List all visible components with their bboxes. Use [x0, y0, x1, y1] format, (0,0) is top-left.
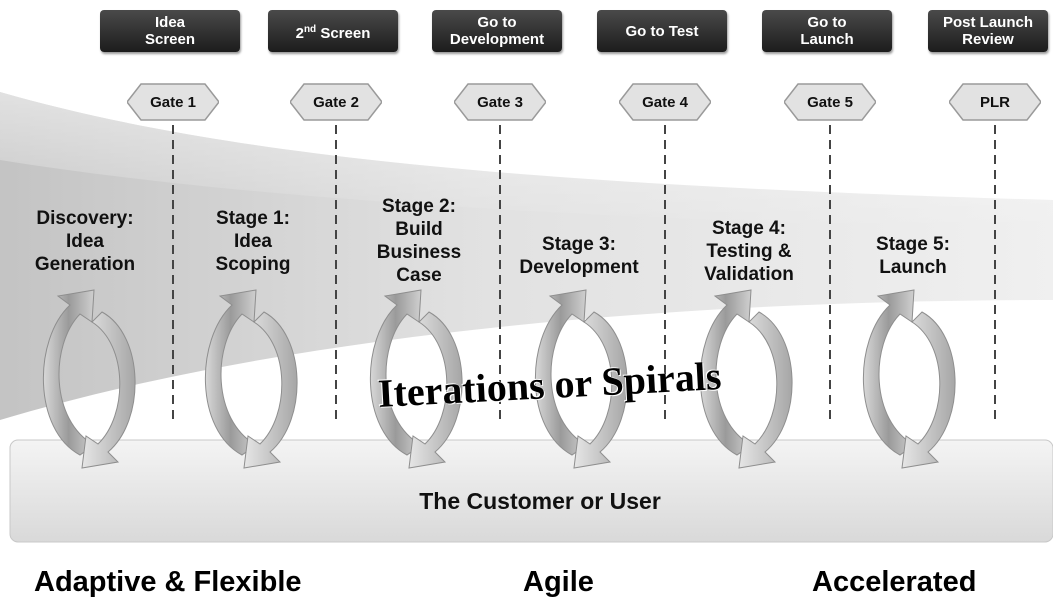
spiral-arrow-up-1	[43, 289, 95, 456]
decision-post-launch-review: Post Launch Review	[928, 10, 1048, 52]
gate-label: Gate 5	[807, 93, 853, 111]
spiral-arrow-down-5	[738, 311, 793, 469]
decision-label: Go to Launch	[800, 14, 854, 48]
decision-label: Go to Development	[449, 14, 545, 48]
spiral-arrow-down-4	[573, 311, 628, 469]
gate-label: Gate 2	[313, 93, 359, 111]
decision-label: Idea Screen	[144, 14, 196, 48]
stage-3: Stage 3: Development	[519, 234, 639, 278]
label-agile: Agile	[523, 566, 594, 598]
gate-4: Gate 4	[619, 82, 711, 122]
gate-5: Gate 5	[784, 82, 876, 122]
stage-1: Stage 1: Idea Scoping	[215, 208, 291, 275]
gate-label: Gate 4	[642, 93, 688, 111]
gate-2: Gate 2	[290, 82, 382, 122]
gate-lines	[172, 125, 996, 420]
spiral-arrow-up-4	[535, 289, 587, 456]
stage-2: Stage 2: Build Business Case	[376, 196, 462, 286]
spiral-arrow-down-3	[408, 311, 463, 469]
spiral-arrow-up-3	[370, 289, 422, 456]
decision-go-to-launch: Go to Launch	[762, 10, 892, 52]
customer-label: The Customer or User	[419, 488, 661, 514]
gate-label: Gate 3	[477, 93, 523, 111]
label-accelerated: Accelerated	[812, 566, 977, 598]
gate-label: PLR	[980, 93, 1010, 111]
decision-go-to-test: Go to Test	[597, 10, 727, 52]
decision-go-to-development: Go to Development	[432, 10, 562, 52]
spiral-arrow-up-2	[205, 289, 257, 456]
decision-label: Post Launch Review	[942, 14, 1033, 48]
gate-label: Gate 1	[150, 93, 196, 111]
decision-label: 2nd Screen	[295, 23, 371, 42]
label-adaptive-flexible: Adaptive & Flexible	[34, 566, 302, 598]
decision-2nd-screen: 2nd Screen	[268, 10, 398, 52]
stage-5: Stage 5: Launch	[876, 234, 950, 278]
gate-1: Gate 1	[127, 82, 219, 122]
decision-label: Go to Test	[625, 22, 699, 40]
decision-idea-screen: Idea Screen	[100, 10, 240, 52]
spiral-arrow-up-5	[700, 289, 752, 456]
stage-discovery: Discovery: Idea Generation	[34, 208, 136, 275]
spiral-arrow-up-6	[863, 289, 915, 456]
customer-base-band	[9, 439, 1053, 543]
gate-3: Gate 3	[454, 82, 546, 122]
gate-plr: PLR	[949, 82, 1041, 122]
spiral-arrow-down-2	[243, 311, 298, 469]
spiral-arrow-down-6	[901, 311, 956, 469]
spiral-arrow-down-1	[81, 311, 136, 469]
stage-4: Stage 4: Testing & Validation	[704, 218, 794, 285]
